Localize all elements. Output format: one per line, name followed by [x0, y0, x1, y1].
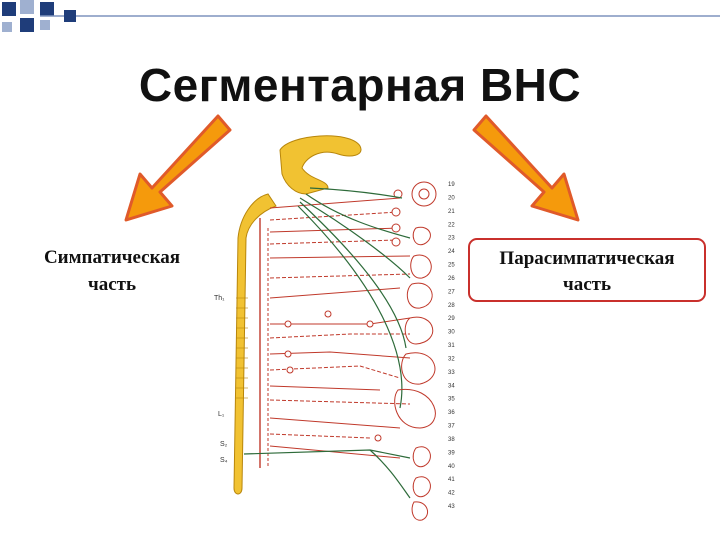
spinal-cord — [233, 193, 277, 495]
organ-number-label: 32 — [448, 356, 455, 362]
parasympathetic-label-line2: часть — [562, 274, 612, 295]
organ-number-label: 25 — [448, 263, 455, 269]
organ-number-label: 24 — [448, 249, 455, 255]
level-label-s4: S₄ — [220, 457, 228, 464]
organ-number-label: 30 — [448, 330, 455, 336]
organ-number-label: 42 — [448, 491, 455, 497]
sympathetic-label-line2: часть — [87, 274, 137, 295]
decorative-top-bar — [2, 0, 720, 32]
sympathetic-fibers — [269, 197, 411, 459]
organ-number-label: 26 — [448, 276, 455, 282]
deco-square-4 — [20, 18, 34, 32]
brain-shape — [279, 135, 362, 195]
slide-title: Сегментарная ВНС — [138, 59, 582, 111]
organ-number-label: 22 — [448, 222, 455, 228]
deco-square-5 — [2, 22, 12, 32]
deco-line-mark — [64, 10, 76, 22]
organ-number-label: 31 — [448, 343, 455, 349]
organ-number-label: 43 — [448, 504, 455, 510]
organ-number-label: 27 — [448, 289, 455, 295]
organ-number-label: 20 — [448, 195, 455, 201]
deco-square-3 — [40, 2, 54, 16]
deco-square-6 — [40, 20, 50, 30]
organ-number-label: 19 — [448, 182, 455, 188]
spinal-segments — [236, 297, 248, 399]
sympathetic-label: Симпатическая часть — [24, 244, 200, 298]
organ-number-label: 41 — [448, 477, 455, 483]
organ-number-label: 36 — [448, 410, 455, 416]
organ-number-label: 29 — [448, 316, 455, 322]
deco-square-1 — [2, 2, 16, 16]
right-number-labels: 19 20 21 22 23 24 25 26 27 28 29 30 31 32 33 34 35 36 37 38… — [448, 182, 455, 510]
organ-number-label: 34 — [448, 383, 455, 389]
ganglia — [284, 189, 403, 442]
organ-number-label: 39 — [448, 450, 455, 456]
organs — [394, 181, 437, 521]
organ-number-label: 35 — [448, 397, 455, 403]
organ-number-label: 21 — [448, 209, 455, 215]
ans-diagram: Th₁ L₁ S₂ S₄ 19 20 21 22 23 24 25 26 27 28 29 30 31 3… — [214, 135, 455, 521]
parasympathetic-label-line1: Парасимпатическая — [499, 248, 675, 269]
organ-number-label: 40 — [448, 464, 455, 470]
parasympathetic-fibers — [243, 187, 411, 499]
organ-number-label: 23 — [448, 236, 455, 242]
level-label-l: L₁ — [218, 411, 225, 418]
deco-square-2 — [20, 0, 34, 14]
sympathetic-label-line1: Симпатическая — [43, 247, 181, 268]
arrow-right-icon — [472, 114, 580, 222]
level-label-s2: S₂ — [220, 441, 228, 448]
organ-number-label: 38 — [448, 437, 455, 443]
level-label-th: Th₁ — [214, 295, 225, 302]
parasympathetic-box: Парасимпатическая часть — [468, 238, 706, 302]
organ-number-label: 33 — [448, 370, 455, 376]
organ-number-label: 28 — [448, 303, 455, 309]
arrow-left-icon — [124, 114, 232, 222]
organ-number-label: 37 — [448, 424, 455, 430]
